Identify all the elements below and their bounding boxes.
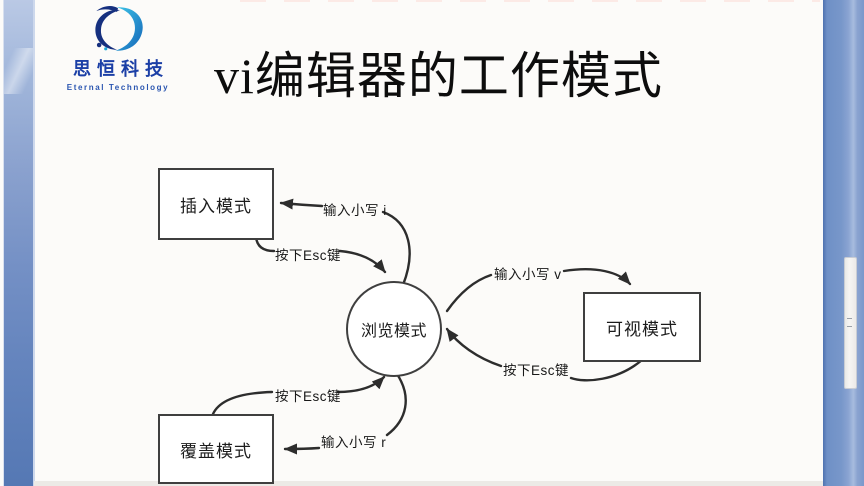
- page-title: vi编辑器的工作模式: [214, 48, 663, 104]
- bottom-edge-strip: [34, 481, 823, 486]
- edge-v-head: [562, 268, 632, 286]
- edge-esc-overwrite-head: [336, 375, 386, 394]
- edge-i-head: [279, 198, 324, 210]
- node-insert-mode: 插入模式: [158, 168, 274, 240]
- node-insert-label: 插入模式: [180, 196, 252, 216]
- company-logo: 思恒科技 Eternal Technology: [58, 4, 178, 92]
- scrollbar-track[interactable]: [823, 0, 864, 486]
- edge-label-input-i: 输入小写 i: [323, 203, 387, 218]
- edge-label-esc-from-visual: 按下Esc键: [503, 363, 570, 378]
- node-browse-mode-hub: 浏览模式: [346, 281, 442, 377]
- scrollbar-grip-icon: [847, 318, 852, 327]
- scrollbar-thumb[interactable]: [844, 257, 857, 389]
- company-tagline: Eternal Technology: [66, 83, 170, 92]
- edge-label-input-r: 输入小写 r: [321, 435, 387, 450]
- edge-v-tail: [445, 273, 493, 313]
- edge-r-tail: [385, 372, 407, 437]
- edge-label-input-v: 输入小写 v: [494, 267, 562, 282]
- node-overwrite-mode: 覆盖模式: [158, 414, 274, 484]
- node-browse-label: 浏览模式: [360, 323, 427, 340]
- left-accent-bar: [3, 0, 35, 486]
- node-visual-label: 可视模式: [606, 319, 678, 339]
- company-name: 思恒科技: [73, 59, 169, 79]
- edge-esc-visual-head: [445, 327, 503, 368]
- edge-esc-overwrite-tail: [211, 390, 274, 416]
- edge-i-tail: [381, 210, 411, 287]
- edge-r-head: [283, 443, 321, 455]
- edge-label-esc-from-insert: 按下Esc键: [275, 248, 342, 263]
- edge-label-esc-from-overwrite: 按下Esc键: [275, 389, 342, 404]
- node-visual-mode: 可视模式: [583, 292, 701, 362]
- node-overwrite-label: 覆盖模式: [180, 441, 252, 461]
- video-artifact-line: [240, 0, 820, 2]
- edge-esc-visual-tail: [569, 358, 644, 382]
- logo-swirl-icon: [95, 5, 143, 51]
- accent-bar-sheen: [4, 48, 33, 94]
- edge-esc-insert-head: [338, 249, 387, 274]
